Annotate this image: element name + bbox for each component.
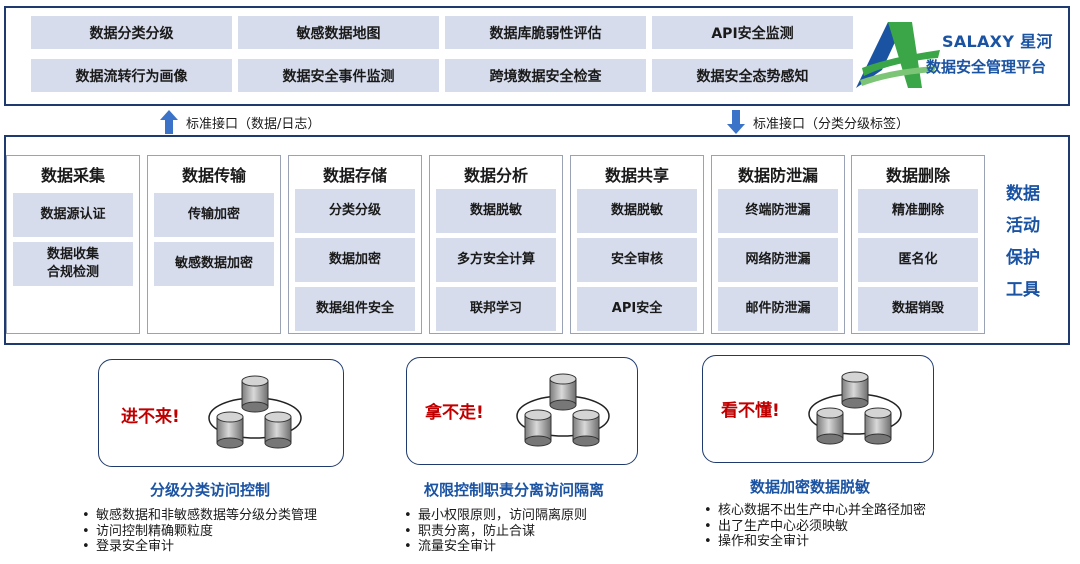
module-api-monitor[interactable]: API安全监测 xyxy=(652,16,853,49)
principle-tag: 看不懂! xyxy=(721,401,780,421)
column-title: 数据删除 xyxy=(885,166,950,185)
down-interface: 标准接口（分类分级标签） xyxy=(727,110,909,134)
tool-column-dlp: 数据防泄漏 终端防泄漏 网络防泄漏 邮件防泄漏 xyxy=(711,155,845,334)
tool-source-auth[interactable]: 数据源认证 xyxy=(13,193,133,237)
column-title: 数据分析 xyxy=(463,166,528,185)
principle-tag: 进不来! xyxy=(121,407,180,427)
arrow-down-icon xyxy=(727,110,745,134)
principle-card-3: 看不懂! xyxy=(702,355,934,463)
bullet-item: 出了生产中心必须映敏 xyxy=(704,519,926,535)
brand-name-cn: 数据安全管理平台 xyxy=(926,58,1047,76)
column-title: 数据共享 xyxy=(604,166,669,185)
database-cluster-icon xyxy=(807,370,907,452)
column-title: 数据存储 xyxy=(322,166,387,185)
principle-bullets-1: 敏感数据和非敏感数据等分级分类管理 访问控制精确颗粒度 登录安全审计 xyxy=(82,508,317,555)
column-title: 数据防泄漏 xyxy=(737,166,818,185)
bullet-item: 访问控制精确颗粒度 xyxy=(82,524,317,540)
arrow-up-icon xyxy=(160,110,178,134)
principle-card-2: 拿不走! xyxy=(406,357,638,465)
module-sensitive-map[interactable]: 敏感数据地图 xyxy=(238,16,439,49)
tool-share-masking[interactable]: 数据脱敏 xyxy=(577,189,697,233)
up-interface-label: 标准接口（数据/日志） xyxy=(186,116,321,132)
column-title: 数据传输 xyxy=(181,166,246,185)
bullet-item: 最小权限原则，访问隔离原则 xyxy=(404,508,587,524)
side-title-line: 工具 xyxy=(1006,280,1040,300)
tool-network-dlp[interactable]: 网络防泄漏 xyxy=(718,238,838,282)
module-situation[interactable]: 数据安全态势感知 xyxy=(652,59,853,92)
tool-classify[interactable]: 分类分级 xyxy=(295,189,415,233)
tool-component-security[interactable]: 数据组件安全 xyxy=(295,287,415,331)
side-title-line: 保护 xyxy=(1006,248,1040,268)
brand-name-en: SALAXY 星河 xyxy=(942,32,1053,51)
bullet-item: 操作和安全审计 xyxy=(704,534,926,550)
principle-tag: 拿不走! xyxy=(425,403,484,423)
tool-masking[interactable]: 数据脱敏 xyxy=(436,189,556,233)
module-event-monitor[interactable]: 数据安全事件监测 xyxy=(238,59,439,92)
a-swoosh-logo-icon xyxy=(856,22,940,88)
tool-column-storage: 数据存储 分类分级 数据加密 数据组件安全 xyxy=(288,155,422,334)
up-interface: 标准接口（数据/日志） xyxy=(160,110,320,134)
module-classification[interactable]: 数据分类分级 xyxy=(31,16,232,49)
side-title-line: 活动 xyxy=(1006,216,1040,236)
bullet-item: 登录安全审计 xyxy=(82,539,317,555)
bullet-item: 敏感数据和非敏感数据等分级分类管理 xyxy=(82,508,317,524)
tool-column-collect: 数据采集 数据源认证 数据收集 合规检测 xyxy=(6,155,140,334)
tool-column-sharing: 数据共享 数据脱敏 安全审核 API安全 xyxy=(570,155,704,334)
tool-precise-delete[interactable]: 精准删除 xyxy=(858,189,978,233)
tool-transfer-encrypt[interactable]: 传输加密 xyxy=(154,193,274,237)
module-crossborder[interactable]: 跨境数据安全检查 xyxy=(445,59,646,92)
principle-title-2: 权限控制职责分离访问隔离 xyxy=(424,481,605,499)
tool-column-transfer: 数据传输 传输加密 敏感数据加密 xyxy=(147,155,281,334)
tool-endpoint-dlp[interactable]: 终端防泄漏 xyxy=(718,189,838,233)
bullet-item: 流量安全审计 xyxy=(404,539,587,555)
tool-anonymize[interactable]: 匿名化 xyxy=(858,238,978,282)
tool-data-encrypt[interactable]: 数据加密 xyxy=(295,238,415,282)
tool-destroy[interactable]: 数据销毁 xyxy=(858,287,978,331)
bullet-item: 职责分离，防止合谋 xyxy=(404,524,587,540)
tool-column-delete: 数据删除 精准删除 匿名化 数据销毁 xyxy=(851,155,985,334)
database-cluster-icon xyxy=(515,372,615,454)
bullet-item: 核心数据不出生产中心并全路径加密 xyxy=(704,503,926,519)
tool-mpc[interactable]: 多方安全计算 xyxy=(436,238,556,282)
column-title: 数据采集 xyxy=(40,166,105,185)
tool-api-security[interactable]: API安全 xyxy=(577,287,697,331)
brand-logo: SALAXY 星河 数据安全管理平台 xyxy=(852,10,1066,94)
tool-email-dlp[interactable]: 邮件防泄漏 xyxy=(718,287,838,331)
database-cluster-icon xyxy=(207,374,307,456)
tool-federated-learning[interactable]: 联邦学习 xyxy=(436,287,556,331)
tool-sensitive-encrypt[interactable]: 敏感数据加密 xyxy=(154,242,274,286)
principle-title-1: 分级分类访问控制 xyxy=(150,481,271,499)
principle-bullets-3: 核心数据不出生产中心并全路径加密 出了生产中心必须映敏 操作和安全审计 xyxy=(704,503,926,550)
down-interface-label: 标准接口（分类分级标签） xyxy=(753,116,910,132)
principle-title-3: 数据加密数据脱敏 xyxy=(750,478,871,496)
tool-column-analysis: 数据分析 数据脱敏 多方安全计算 联邦学习 xyxy=(429,155,563,334)
tool-security-review[interactable]: 安全审核 xyxy=(577,238,697,282)
principle-card-1: 进不来! xyxy=(98,359,344,467)
side-title-line: 数据 xyxy=(1006,184,1040,204)
principle-bullets-2: 最小权限原则，访问隔离原则 职责分离，防止合谋 流量安全审计 xyxy=(404,508,587,555)
tools-side-title: 数据 活动 保护 工具 xyxy=(1000,178,1046,306)
module-flow-profile[interactable]: 数据流转行为画像 xyxy=(31,59,232,92)
tool-compliance-check[interactable]: 数据收集 合规检测 xyxy=(13,242,133,286)
module-db-vuln[interactable]: 数据库脆弱性评估 xyxy=(445,16,646,49)
